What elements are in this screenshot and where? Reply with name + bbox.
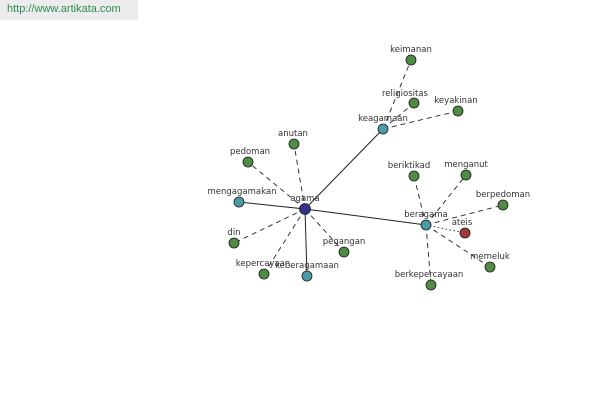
edge-agama-keberagamaan: [304, 208, 308, 277]
node-label-berkepercayaan[interactable]: berkepercayaan: [395, 270, 464, 280]
node-beriktikad[interactable]: [408, 170, 420, 182]
edge-beragama-berkepercayaan: [425, 224, 432, 286]
edge-beragama-ateis: [425, 224, 466, 234]
edge-agama-din: [233, 208, 306, 244]
node-label-pegangan[interactable]: pegangan: [323, 237, 366, 247]
node-label-beragama[interactable]: beragama: [404, 210, 447, 220]
edge-beragama-memeluk: [425, 224, 491, 268]
node-din[interactable]: [228, 237, 240, 249]
node-label-anutan[interactable]: anutan: [278, 129, 308, 139]
nodes-layer: [228, 54, 509, 291]
node-label-keagamaan[interactable]: keagamaan: [358, 114, 408, 124]
node-mengagamakan[interactable]: [233, 196, 245, 208]
node-pegangan[interactable]: [338, 246, 350, 258]
node-label-keberagamaan[interactable]: keberagamaan: [275, 261, 339, 271]
node-kepercayaan[interactable]: [258, 268, 270, 280]
edge-keagamaan-religiositas: [382, 102, 415, 130]
node-label-menganut[interactable]: menganut: [444, 160, 488, 170]
node-label-religiositas[interactable]: religiositas: [382, 89, 429, 99]
node-label-mengagamakan[interactable]: mengagamakan: [208, 187, 277, 197]
node-berpedoman[interactable]: [497, 199, 509, 211]
node-agama[interactable]: [299, 203, 311, 215]
node-menganut[interactable]: [460, 169, 472, 181]
edge-agama-pegangan: [304, 208, 345, 253]
node-label-keimanan[interactable]: keimanan: [390, 45, 432, 55]
node-anutan[interactable]: [288, 138, 300, 150]
labels-layer: agama keagamaan beragama mengagamakan kebera…: [208, 45, 531, 280]
node-label-berpedoman[interactable]: berpedoman: [476, 190, 530, 200]
node-berkepercayaan[interactable]: [425, 279, 437, 291]
edge-agama-pedoman: [247, 161, 306, 210]
node-label-agama[interactable]: agama: [290, 194, 319, 204]
node-keberagamaan[interactable]: [301, 270, 313, 282]
node-label-kepercayaan[interactable]: kepercayaan: [236, 259, 291, 269]
edge-agama-kepercayaan: [263, 208, 306, 275]
node-pedoman[interactable]: [242, 156, 254, 168]
edge-agama-anutan: [293, 143, 306, 210]
edge-beragama-menganut: [425, 174, 467, 226]
edge-agama-mengagamakan: [238, 201, 306, 210]
node-ateis[interactable]: [459, 227, 471, 239]
node-label-memeluk[interactable]: memeluk: [470, 252, 510, 262]
edge-keagamaan-keimanan: [382, 59, 412, 130]
node-beragama[interactable]: [420, 219, 432, 231]
node-label-pedoman[interactable]: pedoman: [230, 147, 270, 157]
node-label-beriktikad[interactable]: beriktikad: [388, 161, 430, 171]
edge-keagamaan-keyakinan: [382, 110, 459, 130]
source-link[interactable]: http://www.artikata.com: [7, 3, 121, 15]
node-label-keyakinan[interactable]: keyakinan: [434, 96, 477, 106]
edge-beragama-berpedoman: [425, 204, 504, 226]
edge-agama-keagamaan: [304, 128, 384, 210]
node-keagamaan[interactable]: [377, 123, 389, 135]
node-memeluk[interactable]: [484, 261, 496, 273]
node-label-ateis[interactable]: ateis: [452, 218, 473, 228]
node-label-din[interactable]: din: [227, 228, 240, 238]
edge-agama-beragama: [304, 208, 427, 226]
node-religiositas[interactable]: [408, 97, 420, 109]
node-keimanan[interactable]: [405, 54, 417, 66]
source-banner: http://www.artikata.com: [0, 0, 138, 20]
node-keyakinan[interactable]: [452, 105, 464, 117]
edges-layer: [233, 59, 504, 286]
